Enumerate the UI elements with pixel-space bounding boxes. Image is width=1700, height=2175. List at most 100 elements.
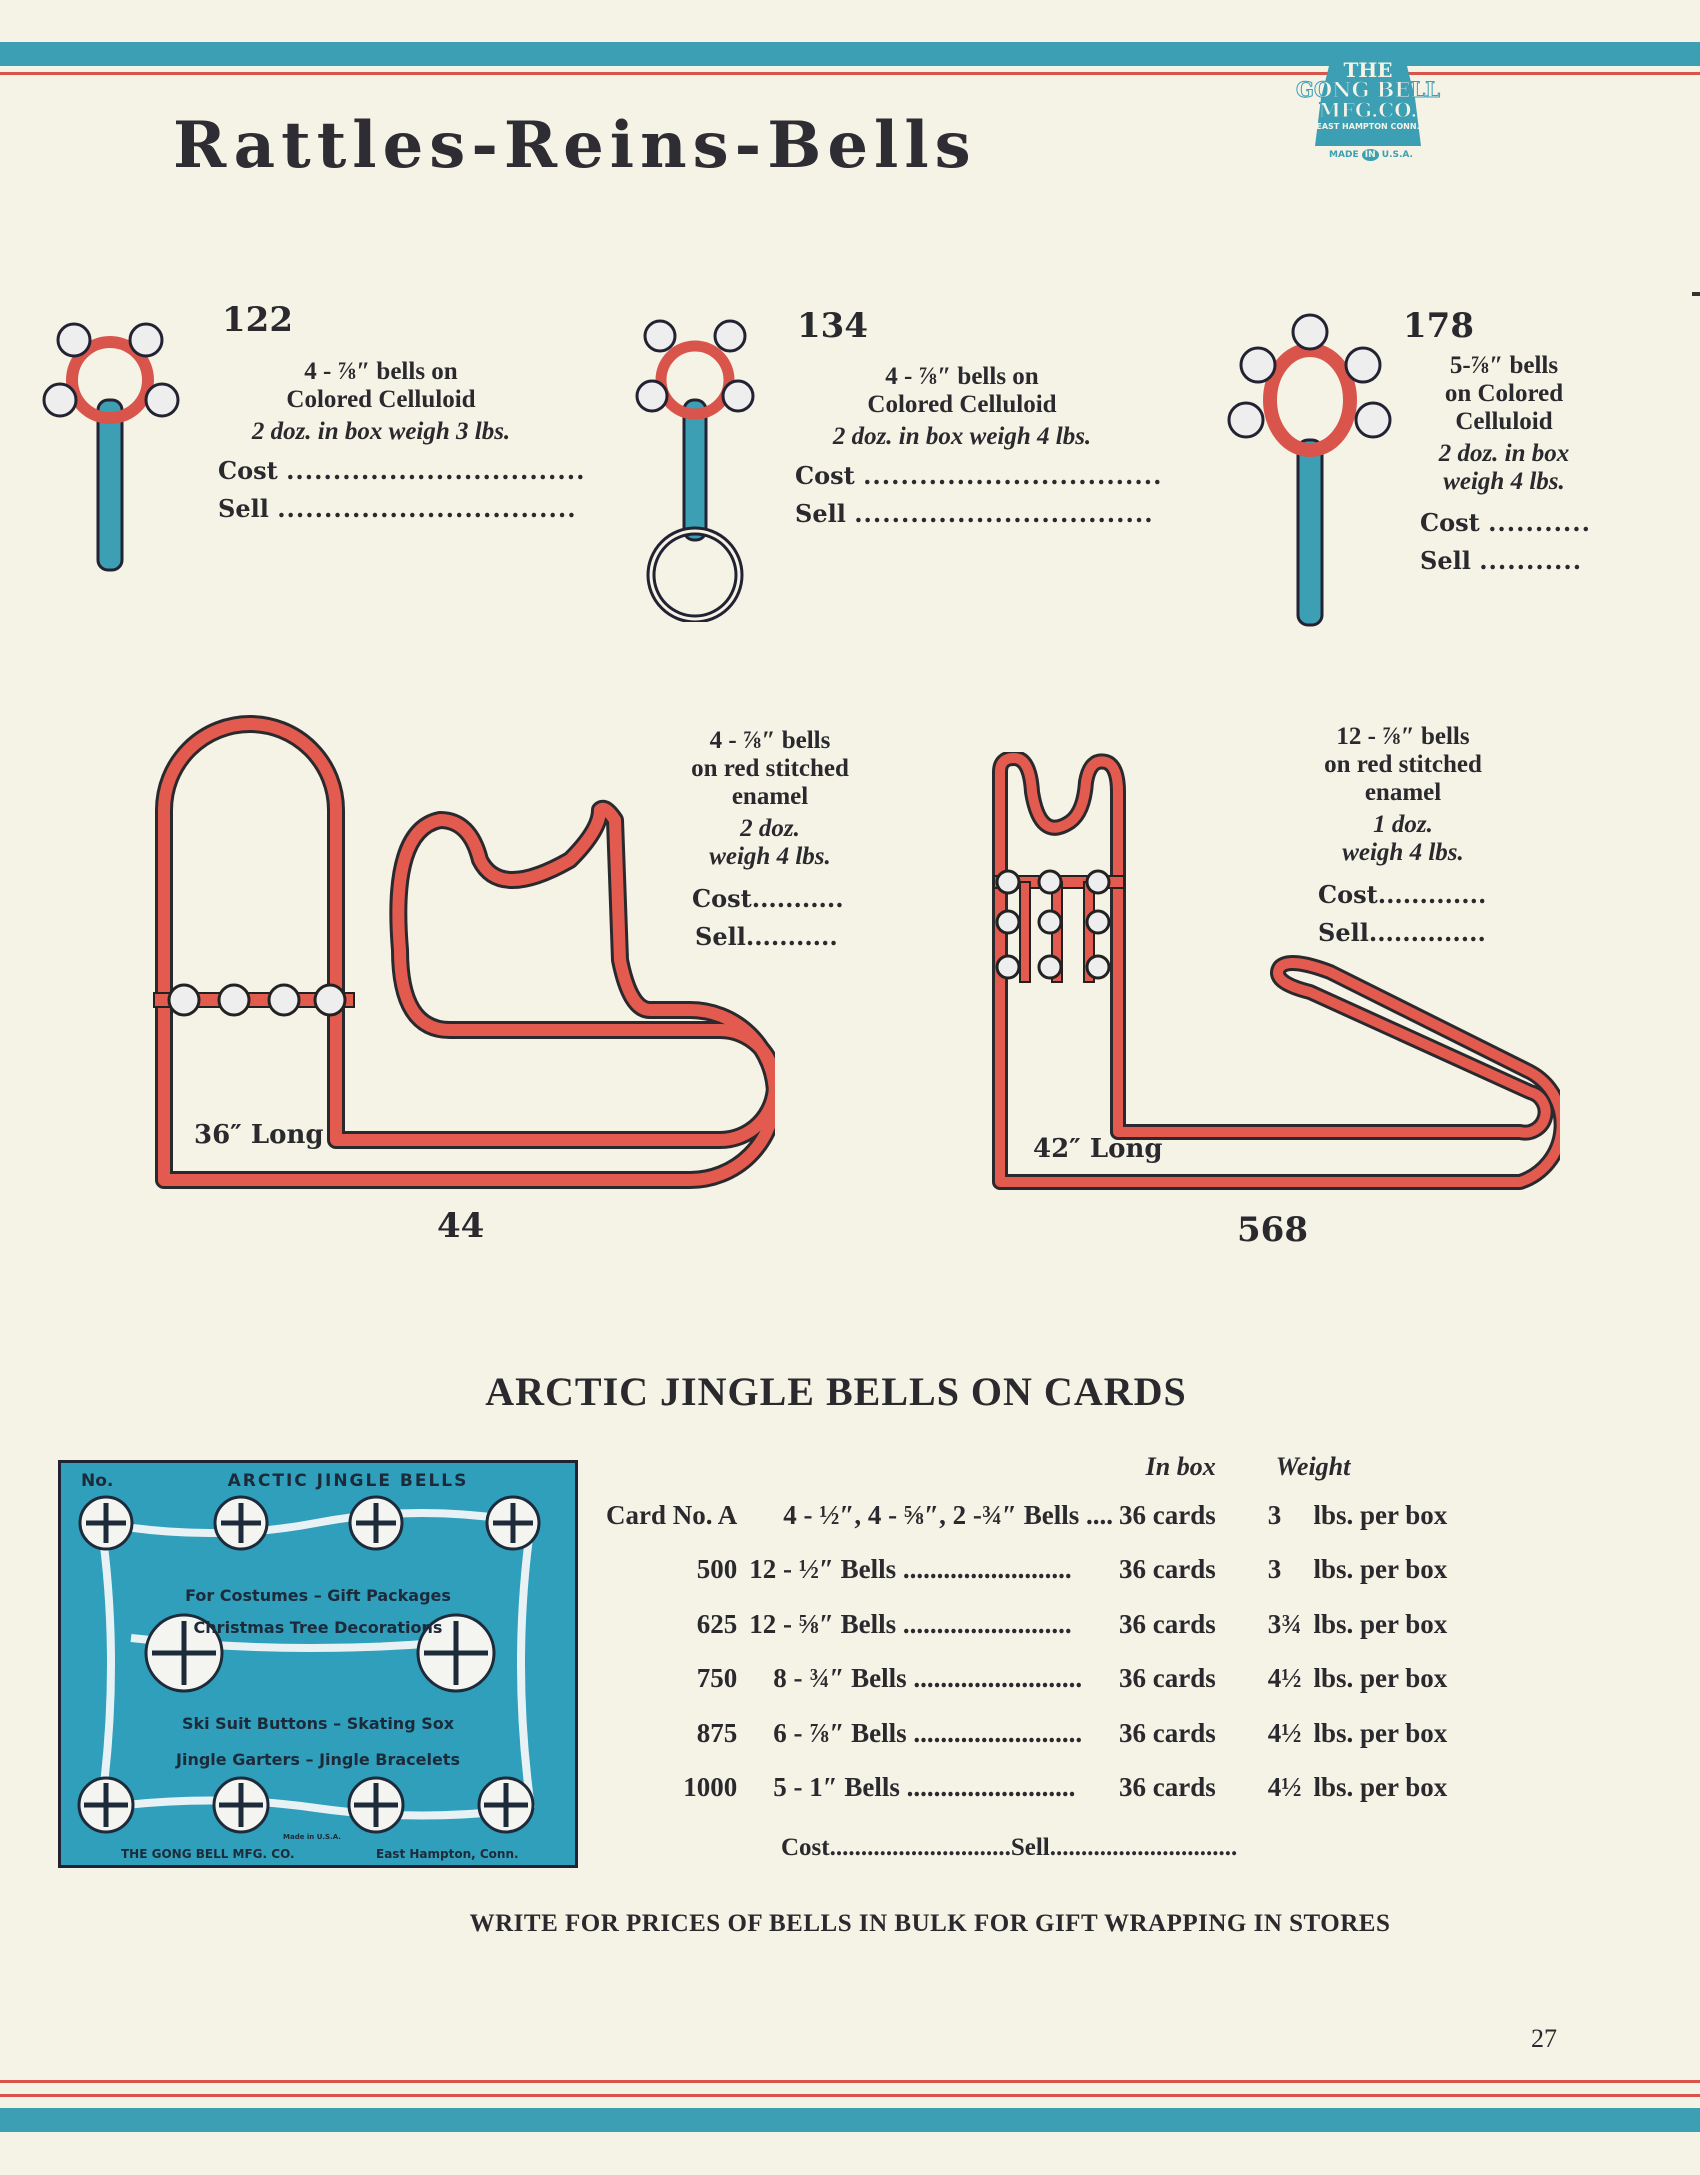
reins-568-cost: Cost............. [1318,880,1487,909]
item-number-134: 134 [797,306,868,346]
rattle-178-pack2: weigh 4 lbs. [1443,468,1565,495]
card-no: 750 [696,1663,738,1694]
header-in-box: In box [1145,1452,1216,1481]
rattle-134-cost-label: Cost [795,461,855,490]
card-no: 1000 [683,1772,738,1803]
card-no: Card No. A [606,1499,738,1530]
rattle-134-cost-field: ................................ [863,461,1163,490]
bottom-red-rule-1 [0,2080,1700,2083]
rattle-134-sell-field: ................................ [854,499,1154,528]
bells-desc: 5 - 1″ Bells ......................... [773,1772,1076,1803]
card-city: East Hampton, Conn. [376,1847,519,1861]
bells-desc: 4 - ½″, 4 - ⅝″, 2 -¾″ Bells .... [783,1499,1113,1530]
logo-line4: EAST HAMPTON CONN. [1316,122,1420,131]
rattle-178-line2: on Colored [1444,380,1564,407]
edge-mark [1692,292,1700,296]
rattle-178-sell-label: Sell [1420,546,1471,575]
reins-568-length: 42″ Long [1033,1134,1163,1164]
table-row: 1000 5 - 1″ Bells .......................… [600,1761,1453,1816]
item-number-122: 122 [222,300,293,340]
header-weight: Weight [1275,1452,1351,1481]
rattle-122-sell-label: Sell [218,494,269,523]
table-row: Card No. A 4 - ½″, 4 - ⅝″, 2 -¾″ Bells ..… [600,1488,1453,1543]
card-line2: Christmas Tree Decorations [193,1618,443,1637]
card-made-in: Made in U.S.A. [283,1833,341,1841]
rattle-178-sell-field: ........... [1479,546,1583,575]
page-number: 27 [1531,2024,1557,2053]
reins-44-length: 36″ Long [194,1120,324,1150]
item-number-44: 44 [437,1206,485,1246]
card-no: 875 [696,1717,738,1748]
table-row: 750 8 - ¾″ Bells ........................… [600,1652,1453,1707]
arctic-bells-card-illustration: No. ARCTIC JINGLE BELLS For Costumes – G… [58,1460,578,1868]
card-no: 500 [696,1554,738,1585]
weight: 4½ [1267,1717,1302,1748]
weight-unit: lbs. per box [1313,1663,1448,1694]
reins-568-line2: on red stitched [1324,751,1482,778]
card-line1: For Costumes – Gift Packages [185,1586,451,1605]
rattle-122-line2: Colored Celluloid [286,386,476,413]
bell-shape-icon [1315,46,1421,146]
bells-desc: 8 - ¾″ Bells ......................... [773,1663,1083,1694]
top-teal-band [0,42,1700,66]
bells-desc: 6 - ⅞″ Bells ......................... [773,1717,1083,1748]
reins-44-pack2: weigh 4 lbs. [709,843,831,870]
card-no: 625 [696,1608,738,1639]
rattle-134-pack: 2 doz. in box weigh 4 lbs. [832,423,1092,450]
reins-568-illustration [992,752,1560,1190]
rattle-178-line3: Celluloid [1455,408,1553,435]
rattle-178-line1: 5-⅞″ bells [1449,352,1559,379]
rattle-122-sell-field: ................................ [277,494,577,523]
rattle-122-pack: 2 doz. in box weigh 3 lbs. [251,418,511,445]
logo-line3: MFG.CO. [1318,98,1418,122]
bells-desc: 12 - ⅝″ Bells ......................... [749,1608,1072,1639]
reins-44-sell: Sell........... [695,922,838,951]
weight-unit: lbs. per box [1313,1772,1448,1803]
rattle-134-line1: 4 - ⅞″ bells on [885,363,1039,390]
card-line3: Ski Suit Buttons – Skating Sox [181,1714,455,1733]
bottom-teal-band [0,2108,1700,2132]
weight: 3 [1267,1499,1282,1530]
logo-line2: GONG BELL [1296,77,1441,102]
arctic-bells-table: In box Weight Card No. A 4 - ½″, 4 - ⅝″, 2… [600,1446,1453,1815]
rattle-122-cost-label: Cost [218,456,278,485]
arctic-cost-sell: Cost.............................Sell...… [781,1834,1238,1861]
in-box: 36 cards [1118,1499,1216,1530]
gong-bell-logo: THE GONG BELL MFG.CO. EAST HAMPTON CONN.… [1283,38,1453,168]
weight-unit: lbs. per box [1313,1554,1448,1585]
card-no-label: No. [81,1471,114,1491]
in-box: 36 cards [1118,1554,1216,1585]
rattle-134-line2: Colored Celluloid [867,391,1057,418]
item-number-568: 568 [1237,1210,1308,1250]
card-line4: Jingle Garters – Jingle Bracelets [176,1750,460,1769]
top-red-rule [0,72,1700,75]
card-maker: THE GONG BELL MFG. CO. [121,1847,295,1861]
item-number-178: 178 [1403,306,1474,346]
in-box: 36 cards [1118,1608,1216,1639]
reins-568-pack1: 1 doz. [1373,811,1433,838]
logo-made: MADE [1329,150,1359,160]
rattle-134-illustration [635,319,755,622]
table-row: 625 12 - ⅝″ Bells .......................… [600,1597,1453,1652]
reins-44-line1: 4 - ⅞″ bells [709,727,831,754]
rattle-122-illustration [42,322,180,572]
reins-568-pack2: weigh 4 lbs. [1342,839,1464,866]
reins-44-illustration [153,715,775,1189]
rattle-178-illustration [1227,313,1392,627]
rattle-178-pack1: 2 doz. in box [1438,440,1570,467]
in-box: 36 cards [1118,1663,1216,1694]
rattle-178-cost-field: ........... [1488,508,1591,537]
in-box: 36 cards [1118,1772,1216,1803]
reins-44-line2: on red stitched [691,755,849,782]
rattle-122-line1: 4 - ⅞″ bells on [304,358,458,385]
table-header: In box Weight [600,1446,1453,1488]
reins-568-line3: enamel [1364,779,1442,806]
reins-568-line1: 12 - ⅞″ bells [1336,723,1470,750]
reins-44-line3: enamel [731,783,809,810]
logo-line1: THE [1343,58,1393,82]
rattle-178-cost-label: Cost [1420,508,1480,537]
logo-in: IN [1361,149,1379,161]
weight: 3¾ [1267,1608,1302,1639]
weight-unit: lbs. per box [1313,1499,1448,1530]
